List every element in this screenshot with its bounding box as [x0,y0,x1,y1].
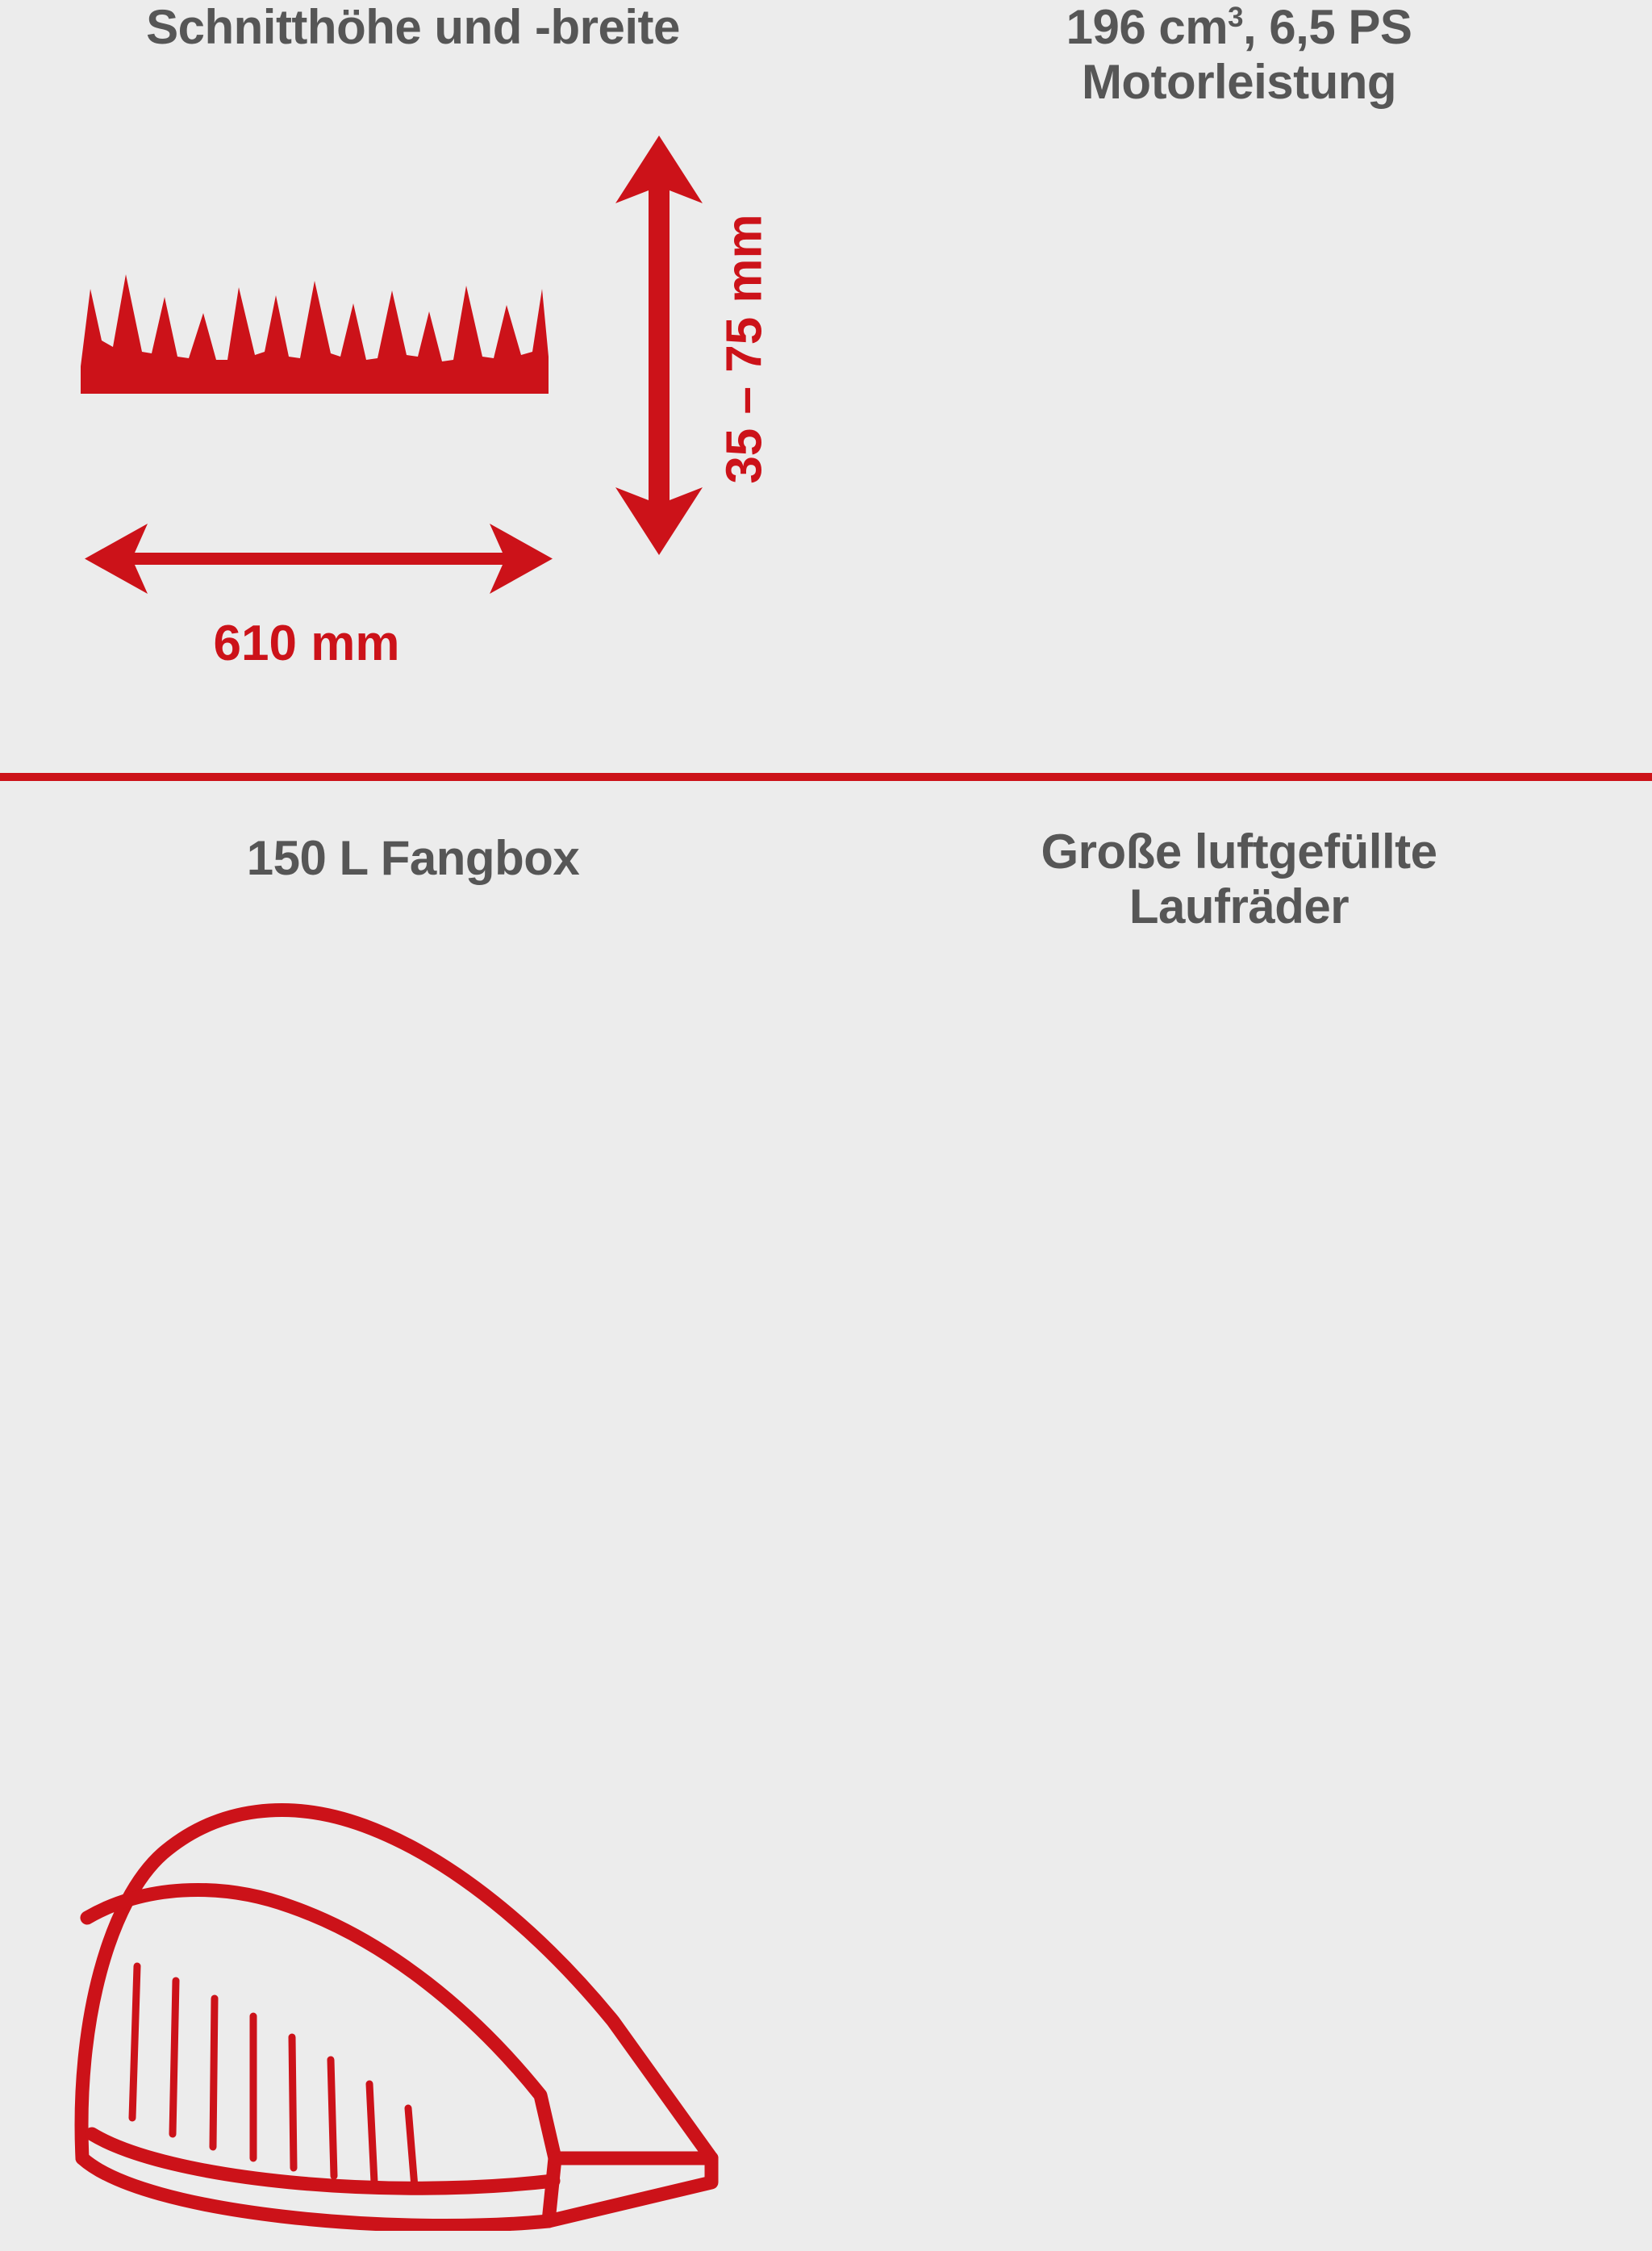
grass-catcher-box-icon [48,1779,742,2231]
engine-displacement-prefix: 196 cm [1066,0,1229,54]
engine-displacement-superscript: 3 [1228,2,1243,33]
wheels-title-line2: Laufräder [1128,879,1350,933]
grass-icon [81,257,549,394]
cut-height-label: 35 – 75 mm [700,155,789,542]
engine-power-suffix: , 6,5 PS [1242,0,1412,54]
panel-cut-height-width: Schnitthöhe und -breite 610 mm 35 – 75 m… [0,0,826,775]
cut-height-label-text: 35 – 75 mm [716,213,773,484]
panel-grass-catcher: 150 L Fangbox [0,775,826,2231]
wheels-title-line1: Große luftgefüllte [1041,825,1437,879]
cut-width-label: 610 mm [213,616,400,671]
double-arrow-vertical-icon [611,136,707,555]
panel-engine-power: 196 cm3, 6,5 PS Motorleistung [826,0,1652,775]
engine-power-line2: Motorleistung [1081,54,1397,109]
panel-title-cut-height-width: Schnitthöhe und -breite [146,0,680,54]
double-arrow-horizontal-icon [85,520,553,597]
section-divider [0,773,1652,781]
panel-title-grass-catcher: 150 L Fangbox [246,831,580,885]
panel-title-wheels: Große luftgefüllte Laufräder [826,825,1652,934]
panel-wheels: Große luftgefüllte Laufräder [826,775,1652,1497]
panel-title-engine-power: 196 cm3, 6,5 PS Motorleistung [826,0,1652,110]
